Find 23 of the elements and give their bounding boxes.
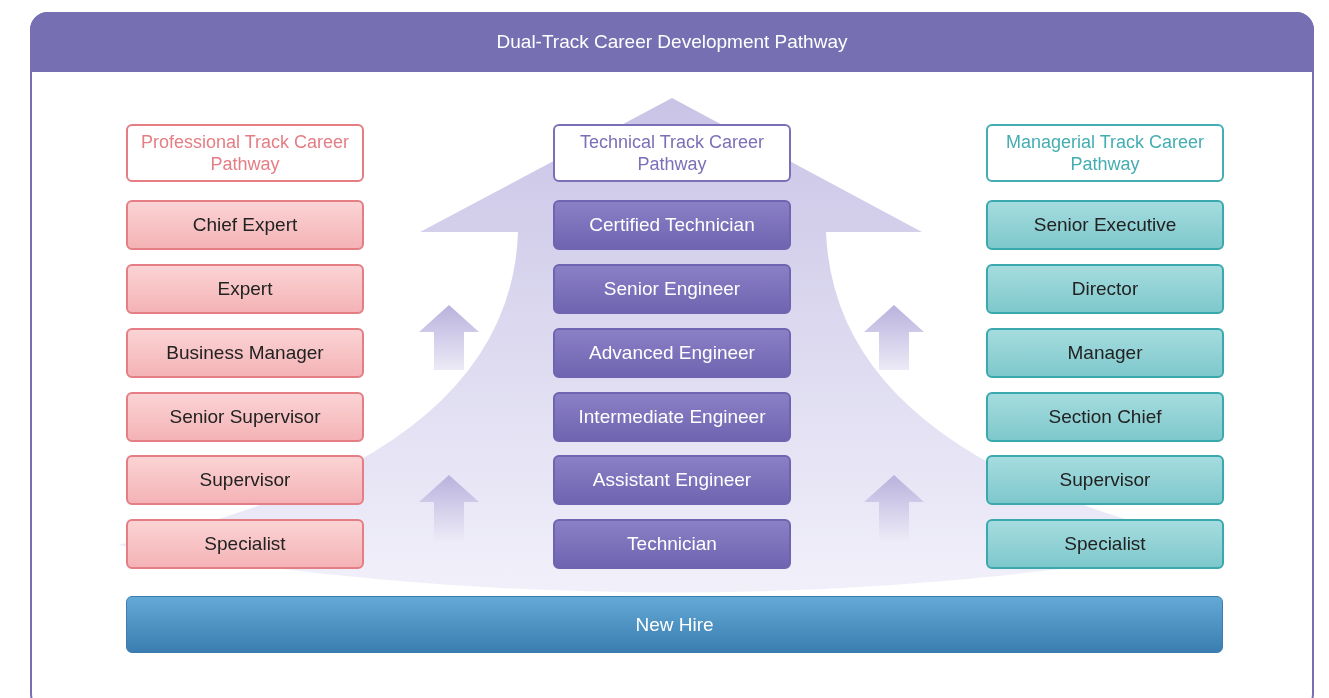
position-box: Senior Executive [986,200,1224,250]
position-box: Technician [553,519,791,569]
position-box: Director [986,264,1224,314]
track-heading: Technical Track Career Pathway [553,124,791,182]
track-heading: Managerial Track Career Pathway [986,124,1224,182]
position-box: Chief Expert [126,200,364,250]
position-box: Business Manager [126,328,364,378]
position-box: Senior Engineer [553,264,791,314]
track-heading: Professional Track Career Pathway [126,124,364,182]
position-box: Manager [986,328,1224,378]
position-box: Supervisor [986,455,1224,505]
position-box: Intermediate Engineer [553,392,791,442]
position-box: Supervisor [126,455,364,505]
position-box: Specialist [986,519,1224,569]
position-box: Certified Technician [553,200,791,250]
position-box: Expert [126,264,364,314]
position-box: Advanced Engineer [553,328,791,378]
entry-box: New Hire [126,596,1223,653]
position-box: Specialist [126,519,364,569]
position-box: Section Chief [986,392,1224,442]
title-banner: Dual-Track Career Development Pathway [30,12,1314,72]
position-box: Senior Supervisor [126,392,364,442]
position-box: Assistant Engineer [553,455,791,505]
